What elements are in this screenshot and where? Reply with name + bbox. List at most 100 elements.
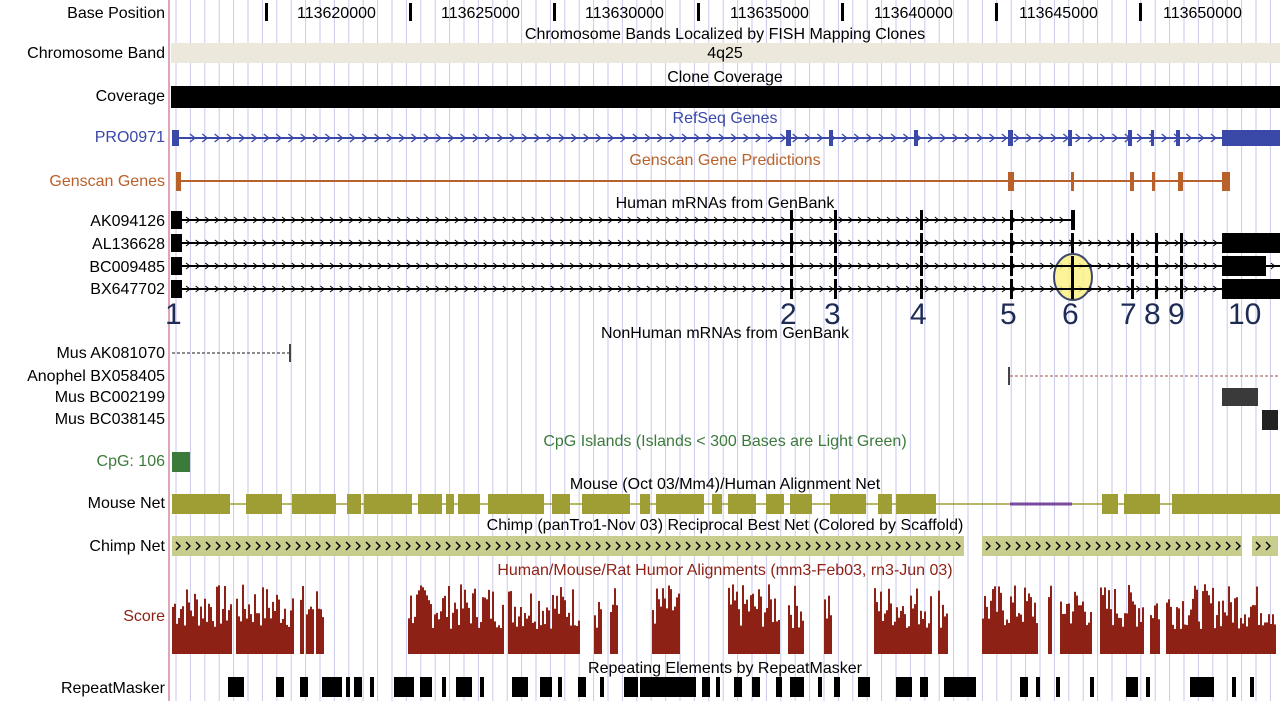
nonhuman-mrna-label[interactable]: Mus BC002199 [54,389,165,406]
repeat-element [858,677,870,697]
mrna-strand-arrow [972,262,979,270]
score-bar [1034,602,1036,654]
score-bar [1108,590,1110,654]
mrna-strand-arrow [723,285,729,293]
score-bar [938,590,940,654]
mrna-exon [834,279,837,299]
mrna-strand-arrow [224,285,230,293]
chimp-net-arrow [405,541,411,551]
mrna-exon [834,210,837,230]
score-bar [1226,615,1228,654]
mrna-strand-arrow [291,239,297,247]
score-bar [1088,622,1090,654]
mrna-strand-arrow [752,262,758,270]
mrna-strand-arrow [214,262,220,270]
mrna-strand-arrow [444,239,451,247]
mrna-strand-arrow [473,285,479,293]
refseq-track-label[interactable]: PRO0971 [94,129,165,146]
score-bar [886,610,888,654]
mrna-strand-arrow [204,239,211,247]
mrna-exon [790,279,793,299]
mouse-net-block [458,494,480,514]
mrna-strand-arrow [771,239,777,247]
mrna-strand-arrow [646,239,652,247]
mrna-strand-arrow [886,262,892,270]
mrna-strand-arrow [828,239,835,247]
score-bar [454,602,456,654]
refseq-strand-arrow [1013,133,1021,143]
score-bar [748,611,750,654]
score-track-label[interactable]: Score [123,608,165,625]
repeatmasker-label[interactable]: RepeatMasker [60,680,165,697]
score-bar [190,610,192,654]
score-bar [924,611,926,654]
score-bar [1000,592,1002,654]
refseq-strand-arrow [361,133,369,143]
mrna-strand-arrow [934,216,940,224]
mrna-strand-arrow [300,239,307,247]
chimp-net-label[interactable]: Chimp Net [89,538,165,555]
chimp-net-arrow [315,541,321,551]
chimp-net-arrow [595,541,601,551]
mrna-strand-arrow [867,216,873,224]
cpg-island [172,452,190,472]
score-bar [1222,600,1224,654]
score-bar [450,628,452,654]
mrna-track-label[interactable]: AL136628 [92,236,165,253]
score-bar [798,627,800,654]
score-bar [1254,605,1256,654]
mouse-net-label[interactable]: Mouse Net [87,495,165,512]
mrna-strand-arrow [924,216,931,224]
mrna-exon [790,233,793,253]
mrna-strand-arrow [435,285,441,293]
nonhuman-mrna-label[interactable]: Mus AK081070 [56,345,165,362]
repeat-element [512,677,528,697]
mrna-strand-arrow [896,285,902,293]
mrna-strand-arrow [992,262,998,270]
mrna-strand-arrow [291,285,297,293]
mrna-strand-arrow [425,262,431,270]
mrna-strand-arrow [896,262,902,270]
score-bar [458,624,460,654]
refseq-strand-arrow [189,133,197,143]
mrna-strand-arrow [1040,262,1046,270]
repeat-element [640,677,696,697]
exon-number: 3 [824,298,841,331]
score-bar [1168,599,1170,654]
score-bar [792,628,794,654]
mrna-strand-arrow [934,239,940,247]
score-bar [940,627,942,654]
genscan-track-label[interactable]: Genscan Genes [49,173,165,190]
mrna-strand-arrow [1126,262,1132,270]
nonhuman-mrna-label[interactable]: Mus BC038145 [54,411,165,428]
chromosome-band-label[interactable]: Chromosome Band [27,45,165,62]
score-bar [510,591,512,654]
mrna-exon [920,210,923,230]
mrna-track-label[interactable]: BX647702 [90,281,165,298]
score-bar [678,593,680,654]
score-bar [1074,591,1076,654]
nonhuman-mrna-label[interactable]: Anophel BX058405 [27,368,165,385]
score-bar [800,611,802,654]
mrna-track-label[interactable]: AK094126 [90,213,165,230]
score-bar [260,625,262,654]
mrna-track-label[interactable]: BC009485 [89,259,165,276]
mrna-strand-arrow [569,285,575,293]
chimp-net-arrow [575,541,581,551]
coverage-label[interactable]: Coverage [95,88,165,105]
mrna-strand-arrow [1164,239,1171,247]
mrna-strand-arrow [396,216,403,224]
refseq-strand-arrow [890,133,898,143]
mrna-strand-arrow [348,262,355,270]
mrna-strand-arrow [1184,285,1190,293]
mrna-strand-arrow [521,239,527,247]
mrna-strand-arrow [1212,285,1219,293]
mrna-strand-arrow [396,285,403,293]
mrna-strand-arrow [339,262,345,270]
mrna-strand-arrow [310,239,316,247]
mrna-strand-arrow [329,285,335,293]
mrna-strand-arrow [531,285,537,293]
mrna-strand-arrow [416,285,422,293]
cpg-track-label[interactable]: CpG: 106 [96,453,165,470]
mrna-strand-arrow [492,216,499,224]
